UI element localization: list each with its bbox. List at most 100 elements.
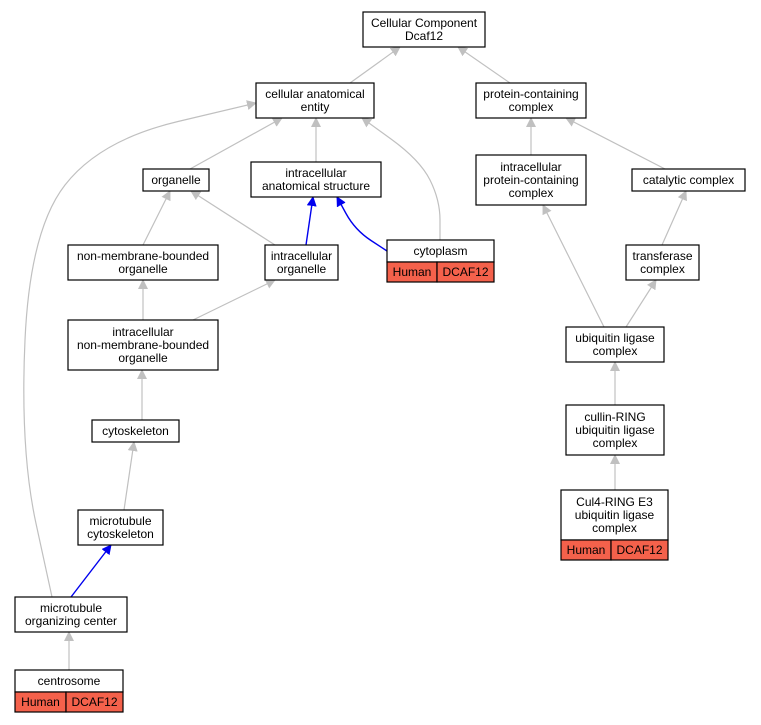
edge-layer — [23, 46, 687, 670]
node-label-line: cullin-RING — [584, 410, 645, 424]
node-box — [560, 489, 669, 541]
node-label-line: organelle — [118, 351, 168, 365]
node-label-line: Dcaf12 — [405, 29, 443, 43]
edge-io-to-ias — [305, 196, 317, 246]
node-box — [67, 319, 219, 371]
edge-transferase-to-catalytic — [661, 190, 687, 246]
node-inmbo[interactable]: intracellularnon-membrane-boundedorganel… — [67, 319, 219, 371]
edge-io-to-organelle — [190, 190, 276, 246]
species-label: Human — [393, 265, 432, 279]
node-box — [362, 11, 486, 48]
node-label-line: complex — [640, 262, 685, 276]
annotation-row: Human DCAF12 — [14, 691, 124, 713]
annotation-row: Human DCAF12 — [560, 539, 669, 561]
node-label-line: microtubule — [40, 601, 102, 615]
node-label-line: cellular anatomical — [265, 87, 364, 101]
node-label-line: microtubule — [89, 514, 151, 528]
node-label-line: entity — [301, 100, 330, 114]
node-box — [475, 154, 587, 206]
gene-label: DCAF12 — [442, 265, 488, 279]
node-label-line: non-membrane-bounded — [77, 249, 209, 263]
node-label-line: complex — [509, 186, 554, 200]
edge-catalytic-to-pcc — [565, 117, 666, 170]
node-catalytic[interactable]: catalytic complex — [631, 168, 746, 192]
gene-cell — [610, 539, 669, 561]
node-label-line: complex — [593, 344, 638, 358]
gene-cell — [436, 261, 495, 283]
species-label: Human — [21, 695, 60, 709]
node-label-line: Cul4-RING E3 — [576, 495, 653, 509]
node-organelle[interactable]: organelle — [142, 168, 210, 192]
node-label-line: complex — [592, 521, 637, 535]
node-label-line: catalytic complex — [643, 173, 734, 187]
node-label-line: organizing center — [25, 614, 117, 628]
node-label-line: intracellular — [112, 325, 173, 339]
node-box — [14, 596, 128, 633]
node-label-line: cytoskeleton — [102, 424, 169, 438]
node-box — [77, 509, 164, 546]
gene-label: DCAF12 — [616, 543, 662, 557]
node-label-line: anatomical structure — [262, 179, 370, 193]
gene-label: DCAF12 — [71, 695, 117, 709]
gene-cell — [65, 691, 124, 713]
edge-mtoc-to-cae — [23, 100, 257, 598]
edge-inmbo-to-io — [192, 279, 276, 321]
node-box — [565, 404, 665, 456]
node-box — [475, 82, 587, 119]
node-box — [142, 168, 210, 192]
node-label-line: ubiquitin ligase — [575, 423, 655, 437]
node-label-line: protein-containing — [483, 173, 578, 187]
node-label-line: organelle — [151, 173, 201, 187]
edge-organelle-to-cae — [189, 117, 283, 170]
node-label-line: centrosome — [38, 674, 101, 688]
node-box — [67, 244, 219, 281]
node-box — [631, 168, 746, 192]
node-label-line: intracellular — [500, 160, 561, 174]
node-cytoskeleton[interactable]: cytoskeleton — [91, 419, 180, 443]
node-label-line: intracellular — [285, 166, 346, 180]
node-box — [255, 82, 375, 119]
annotation-row: Human DCAF12 — [386, 261, 495, 283]
node-label-line: complex — [509, 100, 554, 114]
node-box — [264, 244, 339, 281]
node-label-line: transferase — [632, 249, 692, 263]
node-box — [625, 244, 700, 281]
node-label-line: complex — [593, 436, 638, 450]
node-label-line: Cellular Component — [371, 16, 478, 30]
edge-ulc-to-transferase — [625, 279, 657, 328]
edge-cae-to-root — [349, 46, 401, 84]
node-label-line: cytoplasm — [413, 244, 467, 258]
edge-nmbo-to-organelle — [142, 190, 171, 246]
edge-cytoplasm-to-ias — [336, 196, 388, 252]
node-label-line: cytoskeleton — [87, 527, 154, 541]
node-label-line: organelle — [118, 262, 168, 276]
node-label-line: protein-containing — [483, 87, 578, 101]
edge-ulc-to-ipcc — [542, 204, 605, 328]
edge-mtcyto-to-cytoskeleton — [123, 441, 138, 511]
edge-pcc-to-root — [457, 46, 511, 84]
node-box — [91, 419, 180, 443]
node-label-line: ubiquitin ligase — [575, 508, 655, 522]
species-label: Human — [567, 543, 606, 557]
node-label-line: organelle — [277, 262, 327, 276]
node-label-line: ubiquitin ligase — [575, 331, 655, 345]
node-label-line: non-membrane-bounded — [77, 338, 209, 352]
